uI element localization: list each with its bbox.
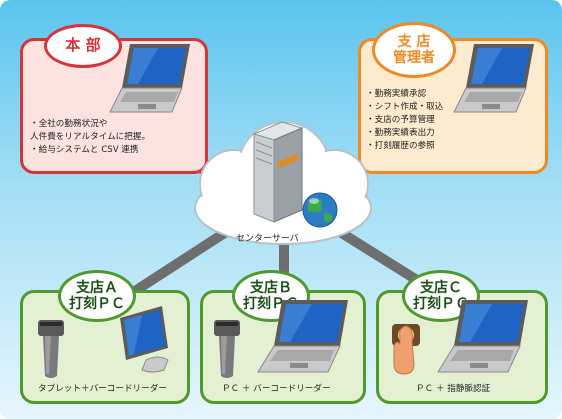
branch-b-caption: ＰＣ ＋ バーコードリーダー	[222, 384, 331, 394]
list-item: 打刻履歴の参照	[366, 140, 474, 153]
branch-manager-label-bubble: 支 店 管理者	[372, 22, 456, 78]
globe-icon	[302, 192, 338, 228]
center-server-label: センターサーバ	[236, 234, 299, 244]
laptop-icon	[257, 300, 348, 373]
branch-a-caption: タブレット＋バーコードリーダー	[38, 384, 167, 394]
list-item: 勤務実績承認	[366, 88, 474, 101]
laptop-icon	[437, 300, 528, 373]
list-item: 支店の予算管理	[366, 114, 474, 127]
headquarters-label: 本 部	[65, 36, 101, 55]
branch-a-label-bubble: 支店Ａ 打刻ＰＣ	[58, 270, 136, 322]
branch-c-label: 支店Ｃ 打刻ＰＣ	[413, 279, 469, 312]
branch-manager-feature-list: 勤務実績承認 シフト作成・取込 支店の予算管理 勤務実績表出力 打刻履歴の参照	[366, 88, 474, 153]
branch-c-label-bubble: 支店Ｃ 打刻ＰＣ	[402, 270, 480, 322]
server-status-light	[278, 153, 298, 169]
branch-a-label: 支店Ａ 打刻ＰＣ	[69, 279, 125, 312]
list-item: 給与システムと CSV 連携	[30, 144, 206, 157]
headquarters-label-bubble: 本 部	[44, 24, 122, 68]
branch-c-caption: ＰＣ ＋ 指静脈認証	[416, 384, 491, 394]
branch-b-label-bubble: 支店Ｂ 打刻ＰＣ	[232, 270, 310, 322]
list-item: 勤務実績表出力	[366, 127, 474, 140]
tablet-icon	[120, 306, 169, 373]
barcode-reader-icon	[214, 320, 240, 378]
branch-manager-label: 支 店 管理者	[393, 33, 435, 66]
fingerprint-scanner-icon	[392, 324, 420, 375]
barcode-reader-icon	[38, 320, 64, 378]
headquarters-feature-list: 全社の勤務状況や 人件費をリアルタイムに把握。 給与システムと CSV 連携	[30, 118, 206, 157]
server-icon	[252, 121, 304, 223]
laptop-icon	[109, 44, 190, 113]
list-item: 全社の勤務状況や 人件費をリアルタイムに把握。	[30, 118, 206, 144]
list-item: シフト作成・取込	[366, 101, 474, 114]
